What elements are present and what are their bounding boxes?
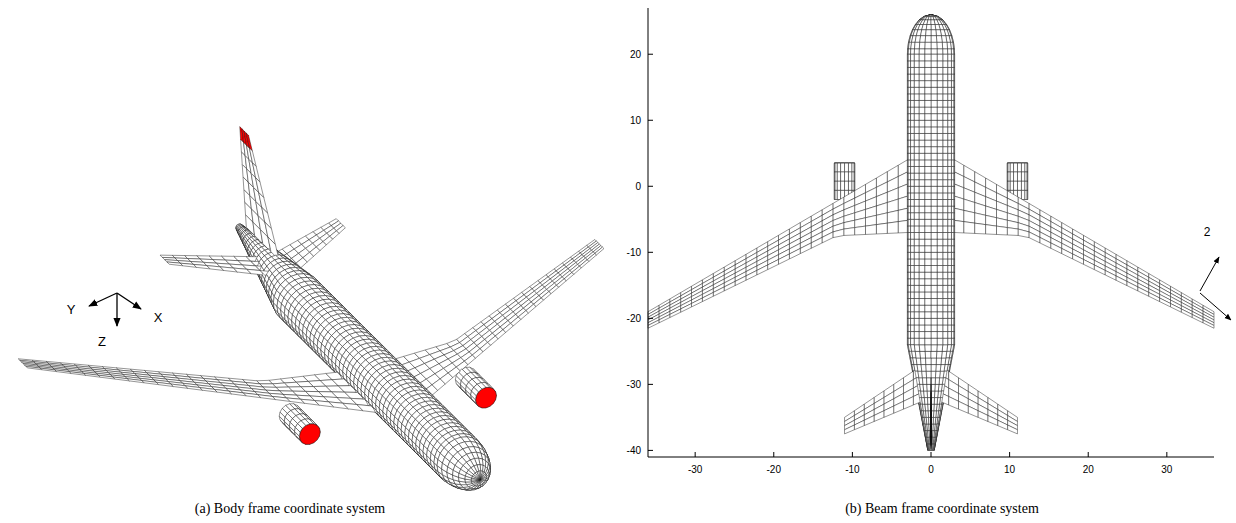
body-frame-mesh bbox=[18, 127, 604, 490]
